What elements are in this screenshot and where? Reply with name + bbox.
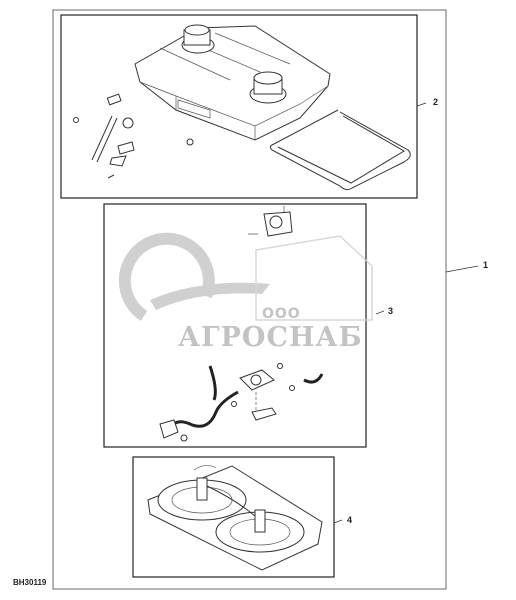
watermark-small-text: ООО xyxy=(262,306,301,322)
kit-frame xyxy=(52,9,447,590)
callout-2: 2 xyxy=(433,97,438,107)
watermark: ООО АГРОСНАБ xyxy=(118,232,373,353)
group-2-box xyxy=(60,14,418,199)
figure-code: BH30119 xyxy=(13,578,47,587)
strap xyxy=(91,115,113,161)
callout-3: 3 xyxy=(388,306,393,316)
callout-1: 1 xyxy=(483,260,488,270)
group-4-box xyxy=(132,456,335,578)
hose-upper xyxy=(208,365,217,401)
group-3-box xyxy=(103,203,367,448)
watermark-company-name: АГРОСНАБ xyxy=(178,322,363,353)
tank-body xyxy=(134,25,331,141)
gear-icon xyxy=(118,232,215,322)
combine-harvester-icon xyxy=(255,235,373,321)
hose-lower xyxy=(168,390,239,429)
callout-4: 4 xyxy=(347,515,352,525)
support-rod xyxy=(269,109,411,191)
